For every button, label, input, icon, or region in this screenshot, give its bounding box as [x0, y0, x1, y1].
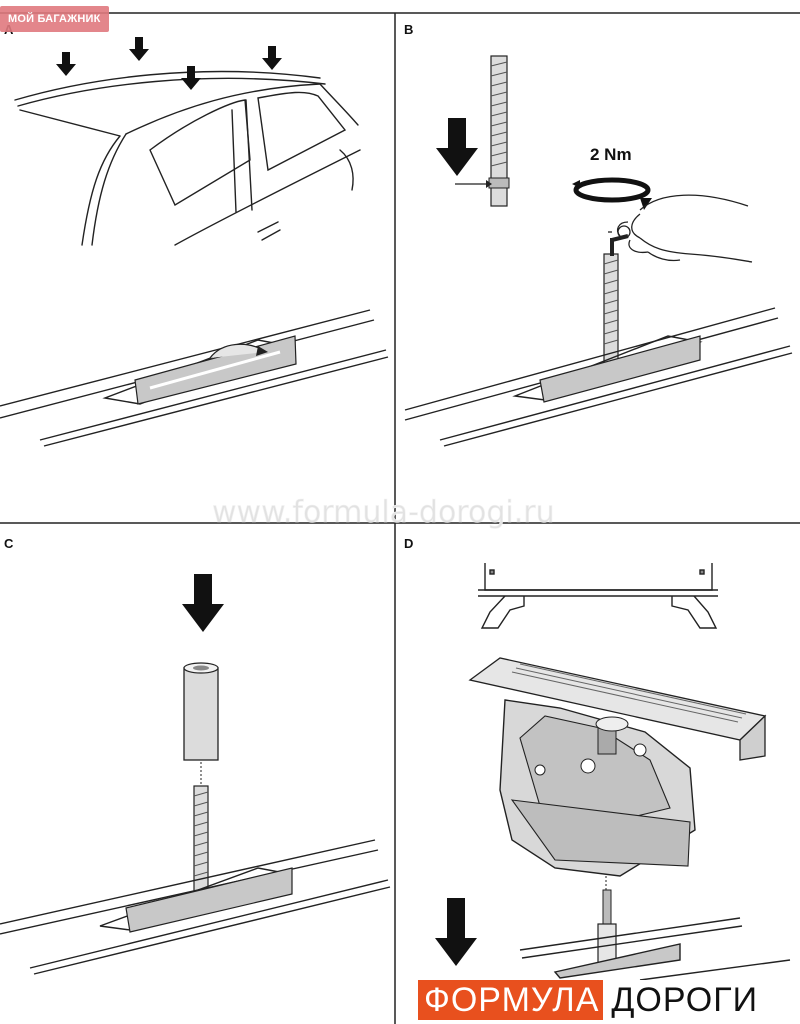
panel-d-rail — [519, 917, 791, 981]
panel-b-bolt-loose — [455, 55, 510, 207]
panel-b-hand-with-key — [608, 194, 753, 263]
logo-part-2: ДОРОГИ — [603, 980, 767, 1020]
panel-c-foot-slot — [125, 867, 293, 933]
panel-a-down-arrows — [56, 37, 282, 90]
panel-a-car-roof — [14, 70, 361, 246]
panel-b-down-arrow — [436, 118, 478, 176]
panel-b-bolt-installed — [603, 234, 629, 365]
brand-logo: ФОРМУЛА ДОРОГИ — [418, 980, 767, 1020]
logo-part-1: ФОРМУЛА — [418, 980, 604, 1020]
torque-label: 2 Nm — [590, 145, 632, 164]
panel-d-load-bar — [468, 657, 767, 761]
panel-d-bolt-with-spacer — [597, 889, 617, 969]
panel-d-down-arrow — [435, 898, 477, 966]
watermark-text: www.formula-dorogi.ru — [212, 495, 555, 530]
panel-d-car-roof-top — [478, 563, 718, 629]
panel-c-spacer-tube — [183, 662, 219, 761]
panel-label-b: B — [404, 22, 413, 37]
rotation-arrow-icon — [572, 177, 652, 210]
panel-label-d: D — [404, 536, 413, 551]
panel-d-foot — [499, 699, 696, 877]
site-badge: МОЙ БАГАЖНИК — [0, 6, 109, 32]
panel-c-bolt — [193, 785, 209, 897]
panel-dividers — [0, 12, 800, 1024]
panel-c-down-arrow — [182, 574, 224, 632]
panel-b-foot-slot — [539, 335, 701, 403]
panel-label-c: C — [4, 536, 14, 551]
panel-a-foot-slot — [134, 335, 297, 405]
